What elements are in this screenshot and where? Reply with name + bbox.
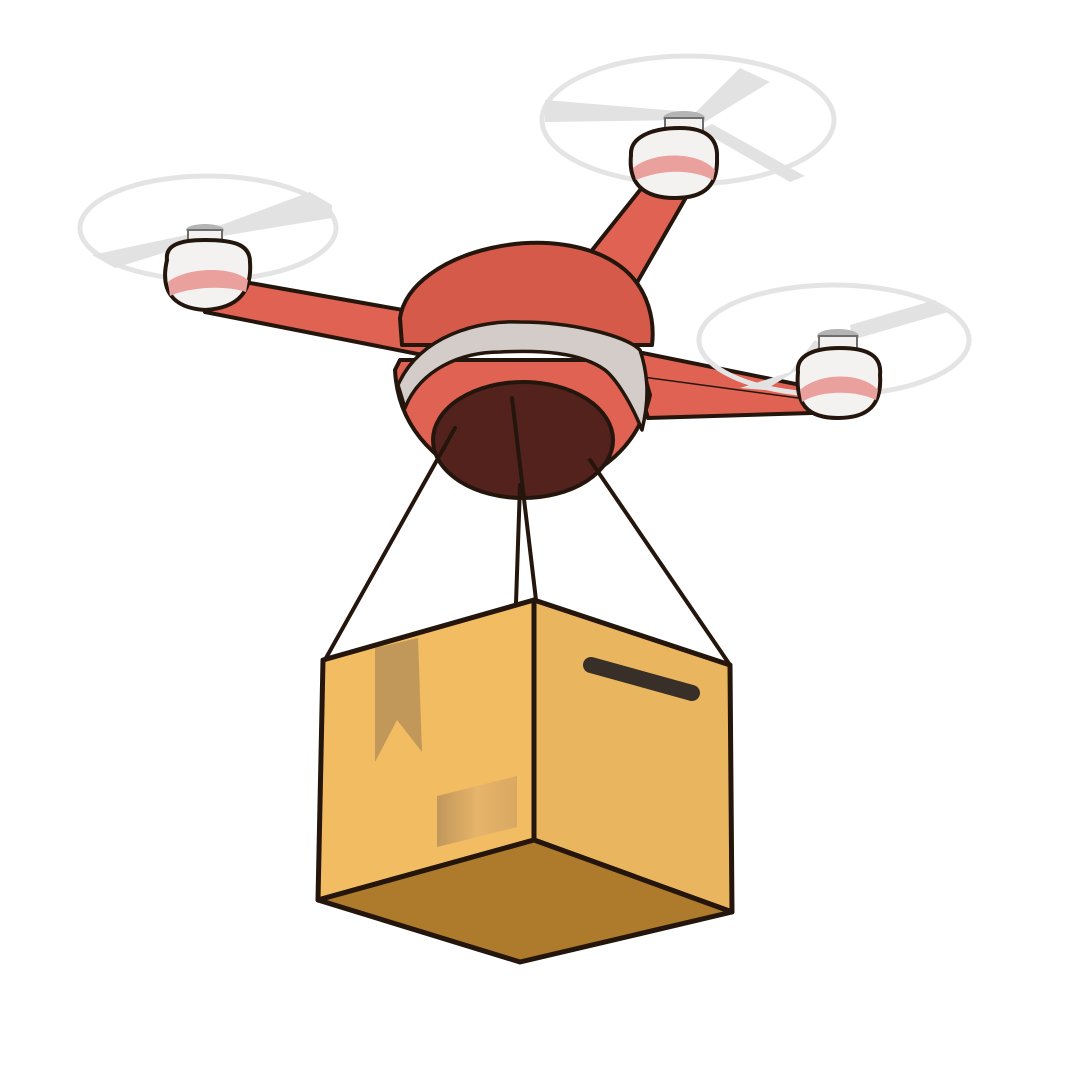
tether-center-right xyxy=(510,396,538,602)
motor-front-left xyxy=(163,224,253,313)
drone-band xyxy=(396,320,649,432)
box-bottom-face xyxy=(315,837,735,965)
cardboard-box xyxy=(315,597,735,965)
tether-front-right xyxy=(588,458,732,667)
box-tape xyxy=(375,638,422,762)
tethers xyxy=(324,396,732,667)
box-handle xyxy=(583,657,700,701)
drone-body xyxy=(393,240,655,500)
motor-front-right xyxy=(795,329,883,421)
box-shipping-label xyxy=(437,776,517,847)
tether-front-left xyxy=(324,426,457,660)
tether-center-left xyxy=(514,483,522,605)
motor-back-right xyxy=(628,111,720,201)
